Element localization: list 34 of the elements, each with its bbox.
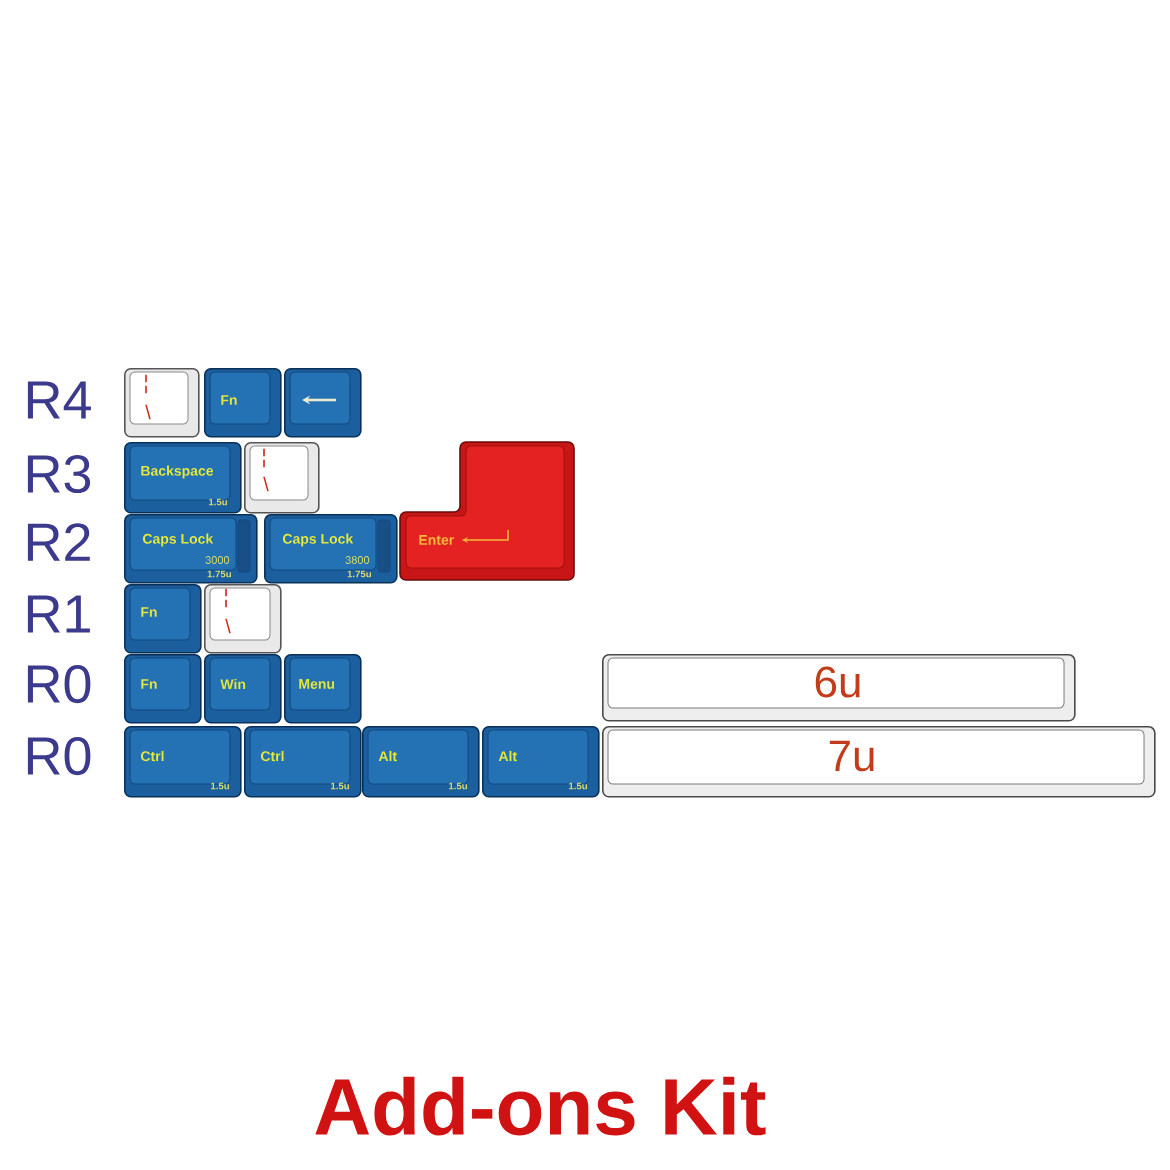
size-label: 7u (829, 740, 874, 772)
keycap (124, 514, 258, 584)
keycap (244, 726, 362, 798)
keycap (362, 726, 480, 798)
spacebar (602, 726, 1156, 798)
row-label: R1 (27, 595, 90, 633)
title: Add-ons Kit (315, 1076, 766, 1136)
keycap (399, 441, 575, 581)
key-legend: ¦ (145, 374, 147, 394)
keycap (204, 368, 282, 438)
row-label: R0 (27, 736, 91, 776)
row-label: R0 (27, 664, 91, 704)
keycap (264, 514, 398, 584)
row-label: R4 (27, 381, 91, 419)
row-label: R2 (27, 523, 90, 561)
keycap (124, 654, 202, 724)
row-label: R3 (27, 454, 91, 494)
keycap (482, 726, 600, 798)
keycap (244, 442, 320, 514)
size-label: 6u (815, 666, 860, 698)
spacebar (602, 654, 1076, 722)
keycap (124, 442, 242, 514)
keycap (204, 584, 282, 654)
keycap (284, 368, 362, 438)
key-legend: \ (225, 618, 231, 634)
key-legend: \ (263, 476, 269, 492)
keycap (124, 368, 200, 438)
keycap (124, 726, 242, 798)
key-legend: ¦ (225, 588, 227, 608)
key-legend: ¦ (263, 448, 265, 468)
key-legend: \ (145, 404, 151, 420)
keycap (204, 654, 282, 724)
keycap (124, 584, 202, 654)
keycap (284, 654, 362, 724)
